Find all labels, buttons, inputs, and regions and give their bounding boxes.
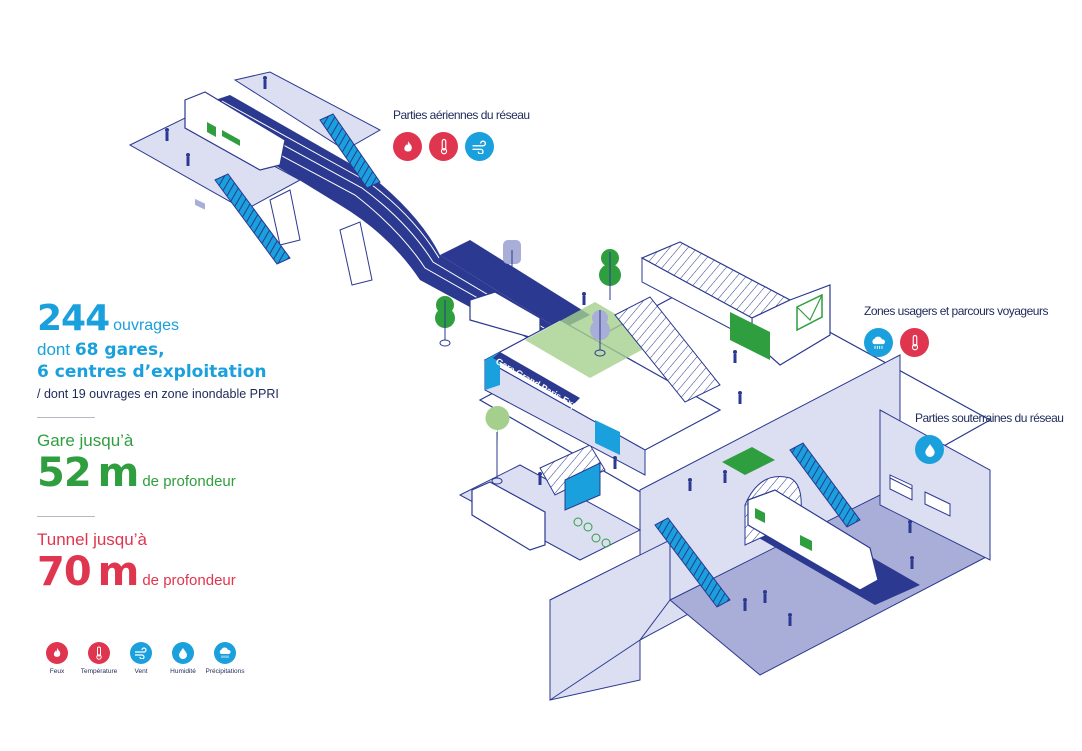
- wind-icon: [465, 132, 494, 161]
- thermometer-icon: [900, 328, 929, 357]
- bicycles: [573, 517, 611, 548]
- droplet-icon: [915, 435, 944, 464]
- rain-cloud-icon: [864, 328, 893, 357]
- tree: [435, 296, 455, 347]
- station-depth-value: 52 m: [37, 450, 139, 496]
- zone-users: Zones usagers et parcours voyageurs: [864, 304, 1048, 357]
- thermometer-icon: [429, 132, 458, 161]
- escalator: [214, 173, 291, 265]
- station-depth-unit: de profondeur: [142, 473, 236, 490]
- elevated-station: [128, 71, 560, 345]
- stations-prefix: dont: [37, 340, 71, 359]
- works-label: ouvrages: [113, 317, 179, 334]
- escalator: [654, 517, 731, 608]
- centers-line: 6 centres d’exploitation: [37, 361, 317, 383]
- fire-icon: [46, 642, 68, 664]
- droplet-icon: [172, 642, 194, 664]
- tree: [485, 406, 510, 485]
- mid-train: [469, 291, 541, 341]
- divider: [37, 417, 95, 418]
- legend: Feux Température Vent Humidité Précipita…: [36, 642, 246, 675]
- bus: [471, 481, 546, 551]
- escalator: [319, 113, 381, 189]
- divider: [37, 516, 95, 517]
- legend-item-fire: Feux: [36, 642, 78, 675]
- tunnel-depth-unit: de profondeur: [142, 572, 236, 589]
- elevated-train: [184, 91, 286, 210]
- wind-icon: [130, 642, 152, 664]
- legend-item-humidity: Humidité: [162, 642, 204, 675]
- zone-underground-title: Parties souterraines du réseau: [915, 411, 1064, 425]
- legend-item-wind: Vent: [120, 642, 162, 675]
- station-building: Gare Grand Paris Express: [458, 241, 992, 701]
- service-building: [640, 241, 831, 366]
- tunnel-depth-label: Tunnel jusqu’à: [37, 530, 147, 549]
- legend-item-precipitation: Précipitations: [204, 642, 246, 675]
- rain-cloud-icon: [214, 642, 236, 664]
- escalator: [789, 442, 861, 528]
- legend-label: Précipitations: [205, 668, 245, 675]
- tree: [590, 310, 610, 357]
- zone-aerial-title: Parties aériennes du réseau: [393, 108, 530, 122]
- thermometer-icon: [88, 642, 110, 664]
- centers-count: 6 centres d’exploitation: [37, 362, 267, 382]
- zone-aerial: Parties aériennes du réseau: [393, 108, 530, 161]
- fire-icon: [393, 132, 422, 161]
- tree: [599, 249, 621, 300]
- legend-label: Vent: [134, 668, 148, 675]
- legend-label: Température: [80, 668, 118, 675]
- legend-label: Feux: [49, 668, 65, 675]
- flood-note: / dont 19 ouvrages en zone inondable PPR…: [37, 387, 279, 401]
- stations-count: 68 gares,: [74, 340, 165, 360]
- zone-underground: Parties souterraines du réseau: [915, 411, 1064, 464]
- tunnel-depth-value: 70 m: [37, 549, 139, 595]
- legend-item-temperature: Température: [78, 642, 120, 675]
- stations-line: dont 68 gares,: [37, 339, 317, 361]
- tree: [503, 240, 521, 291]
- station-depth-label: Gare jusqu’à: [37, 431, 134, 450]
- legend-label: Humidité: [170, 668, 196, 675]
- underground-train: [747, 489, 879, 591]
- zone-users-title: Zones usagers et parcours voyageurs: [864, 304, 1048, 318]
- works-count: 244: [37, 298, 110, 339]
